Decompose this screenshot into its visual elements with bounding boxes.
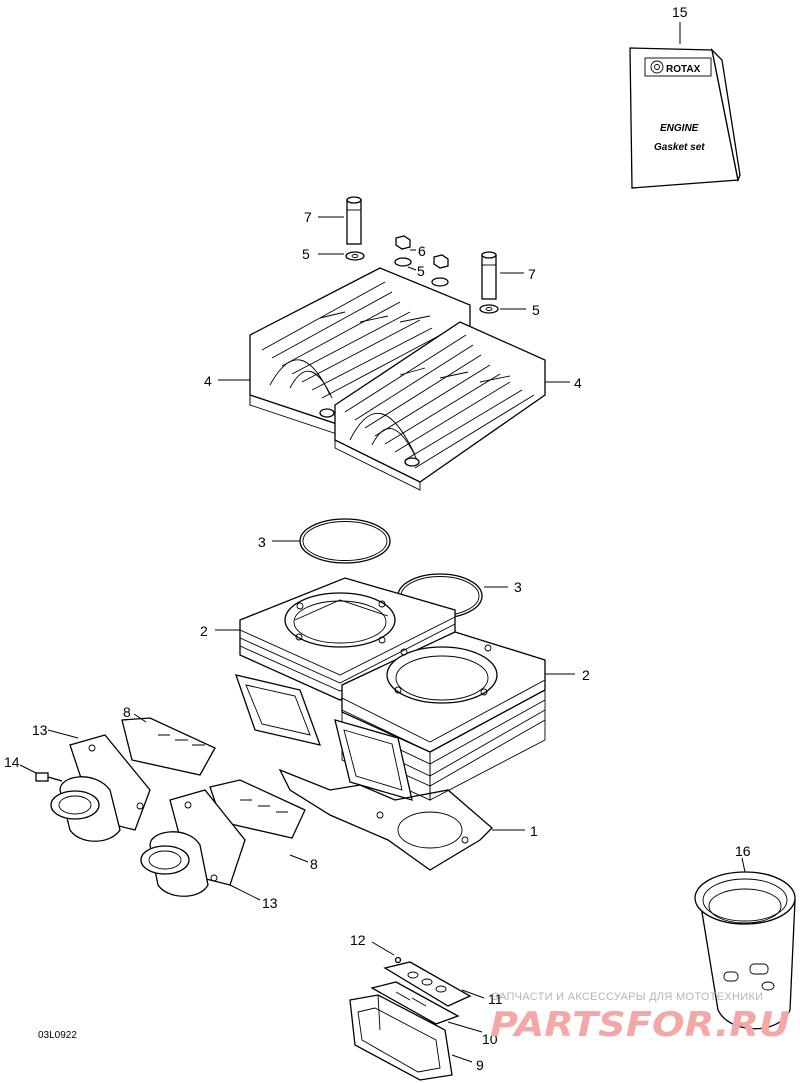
callout-3-left: 3 xyxy=(258,534,266,550)
cylinder-exhaust-port-right[interactable] xyxy=(334,719,413,801)
callout-14: 14 xyxy=(4,754,20,770)
nut-center-2[interactable] xyxy=(433,254,449,269)
callout-15: 15 xyxy=(672,4,688,20)
intake-socket-right[interactable] xyxy=(140,789,246,897)
cylinder-left[interactable] xyxy=(239,577,456,701)
callout-2-right: 2 xyxy=(582,667,590,683)
reed-block[interactable] xyxy=(349,994,453,1081)
callout-5-left: 5 xyxy=(302,246,310,262)
o-ring-left[interactable] xyxy=(299,518,391,564)
watermark-tagline: ЗАПЧАСТИ И АКСЕССУАРЫ ДЛЯ МОТОТЕХНИКИ xyxy=(492,991,763,1003)
cylinder-right[interactable] xyxy=(341,631,546,801)
callout-10: 10 xyxy=(482,1031,498,1047)
cylinder-head-right[interactable] xyxy=(334,321,546,491)
cylinder-exhaust-port-left[interactable] xyxy=(235,674,322,746)
callout-11: 11 xyxy=(488,991,503,1007)
intake-socket-left[interactable] xyxy=(50,734,151,842)
reed-stopper[interactable] xyxy=(383,961,472,1007)
reed-valve-left[interactable] xyxy=(121,717,216,776)
stud-right[interactable] xyxy=(481,251,497,300)
callout-4-left: 4 xyxy=(204,373,212,389)
intake-screw[interactable] xyxy=(35,772,63,782)
callout-6: 6 xyxy=(418,243,426,259)
callout-9: 9 xyxy=(476,1057,484,1073)
reed-pin[interactable] xyxy=(394,956,402,964)
rotax-logo-icon xyxy=(650,60,664,74)
reed-petal[interactable] xyxy=(370,981,460,1025)
booklet-brand: ROTAX xyxy=(666,64,701,75)
callout-8-right: 8 xyxy=(310,856,318,872)
washer-center-1[interactable] xyxy=(394,257,412,267)
gasket-set-booklet[interactable]: ROTAX ENGINE Gasket set xyxy=(629,47,741,189)
callout-13-left: 13 xyxy=(32,722,48,738)
callout-12: 12 xyxy=(350,932,366,948)
callout-8-left: 8 xyxy=(123,704,131,720)
washer-left[interactable] xyxy=(345,251,365,261)
cylinder-base-gasket[interactable] xyxy=(278,768,493,871)
booklet-title: ENGINE xyxy=(660,123,699,134)
cylinder-sleeve[interactable] xyxy=(694,871,796,1030)
callout-2-left: 2 xyxy=(200,623,208,639)
drawing-code: 03L0922 xyxy=(38,1030,77,1041)
callout-5-center: 5 xyxy=(417,263,425,279)
nut-center-1[interactable] xyxy=(395,235,411,250)
washer-right[interactable] xyxy=(479,304,499,314)
callout-3-right: 3 xyxy=(514,579,522,595)
callout-4-right: 4 xyxy=(574,375,582,391)
callout-5-right: 5 xyxy=(532,302,540,318)
callout-13-right: 13 xyxy=(262,895,278,911)
booklet-subtitle: Gasket set xyxy=(654,142,705,153)
watermark-logo: PARTSFOR.RU xyxy=(490,1005,790,1045)
stud-left[interactable] xyxy=(346,196,362,245)
callout-7-left: 7 xyxy=(304,209,312,225)
callout-16: 16 xyxy=(735,843,751,859)
callout-1: 1 xyxy=(530,823,538,839)
callout-7-right: 7 xyxy=(528,266,536,282)
washer-center-2[interactable] xyxy=(431,277,449,287)
